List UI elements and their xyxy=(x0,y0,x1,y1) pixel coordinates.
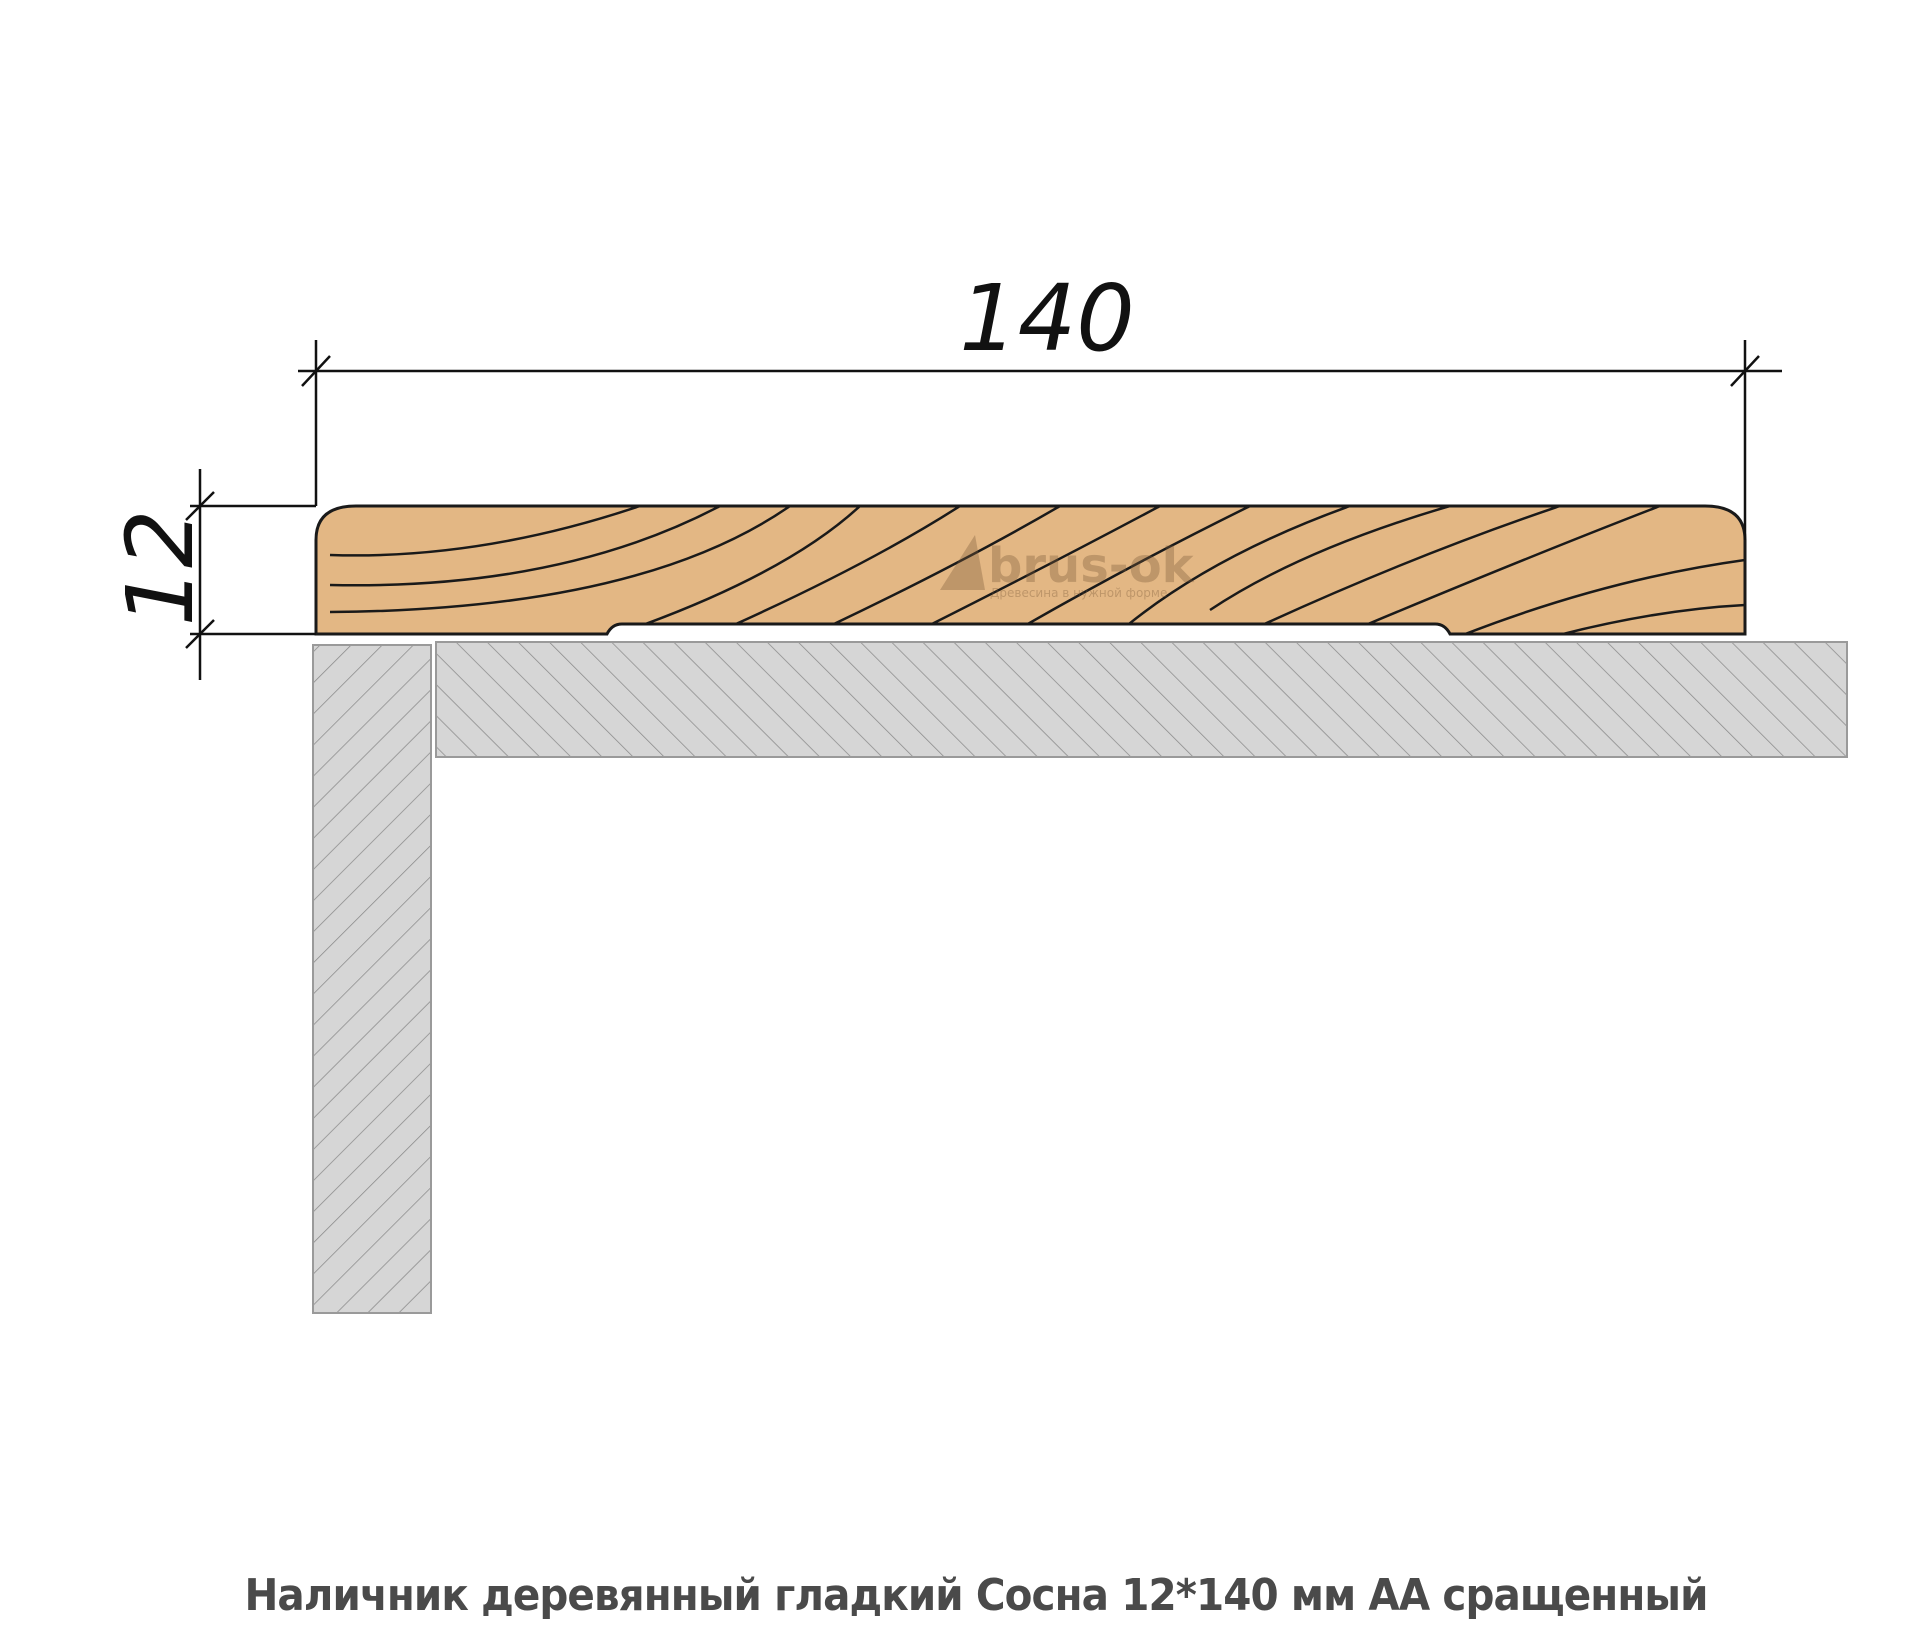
svg-text:brus-ok: brus-ok xyxy=(988,538,1195,594)
product-caption: Наличник деревянный гладкий Сосна 12*140… xyxy=(244,1570,1708,1621)
thickness-dimension xyxy=(185,469,316,680)
brus-ok-watermark-logo: brus-ok Древесина в нужной форме xyxy=(940,535,1195,600)
wall-vertical-section xyxy=(312,644,432,1314)
svg-text:Древесина в нужной форме: Древесина в нужной форме xyxy=(990,586,1167,600)
wall-horizontal-section xyxy=(435,641,1848,758)
wood-grain-lines xyxy=(329,506,1745,634)
wood-board-profile xyxy=(314,504,1747,636)
width-dimension xyxy=(298,340,1782,540)
width-dimension-label: 140 xyxy=(959,265,1135,372)
thickness-dimension-label: 12 xyxy=(107,509,214,626)
